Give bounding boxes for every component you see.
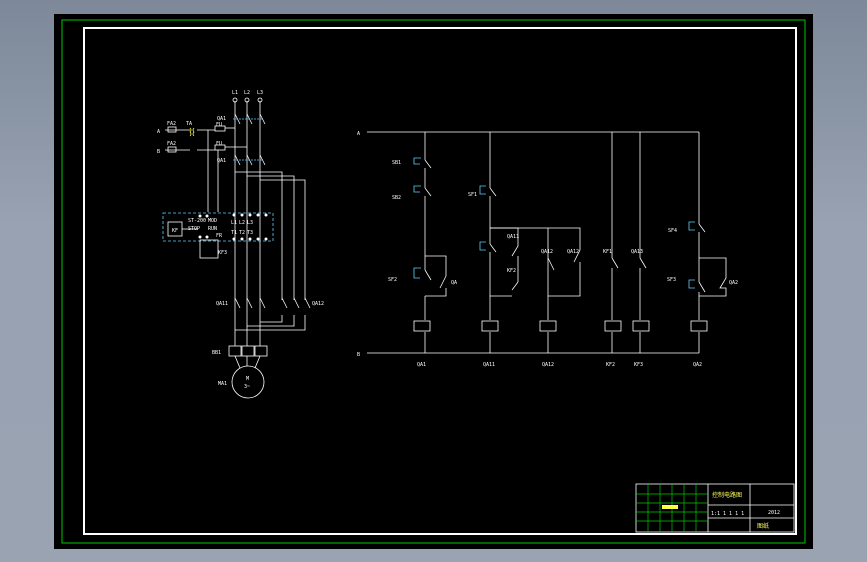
contact-kf2: KF2 [507,268,516,274]
coil-qa1: QA1 [417,362,426,368]
terminal-t1: T1 [231,230,237,236]
thermal-label: BB1 [212,350,221,356]
controller-label-model: ST-200 [188,218,206,224]
title-block-note: 图纸 [757,522,769,530]
contact-kf1: KF1 [603,249,612,255]
contactor-left-label: QA11 [216,301,228,307]
switch-sb1: SB1 [392,160,401,166]
terminal-l1: L1 [231,220,237,226]
rail-bottom-label: B [357,352,360,358]
controller-label-mod: MOD [208,218,217,224]
switch-sf4: SF4 [668,228,677,234]
controller-label-run: RUN [208,226,217,232]
motor-text-m: M [246,376,249,382]
fu-label-1: FU [216,122,222,128]
contact-qa12-a: QA12 [541,249,553,255]
terminal-l2: L2 [239,220,245,226]
terminal-t2: T2 [239,230,245,236]
controller-label-fr: FR [216,233,223,239]
coil-qa11: QA11 [483,362,495,368]
controller-label-stop: STOP [188,226,200,232]
switch-sf1: SF1 [468,192,477,198]
inner-frame [83,27,797,535]
fuse-label-2: FA2 [167,141,176,147]
contact-qa12-b: QA12 [567,249,579,255]
switch-sf3: SF3 [667,277,676,283]
relay-small-label: KF3 [218,250,227,256]
contact-qa11: QA11 [507,234,519,240]
contactor-right-label: QA12 [312,301,324,307]
terminal-l3: L3 [247,220,253,226]
breaker-second-label: QA1 [217,158,226,164]
terminal-t3: T3 [247,230,253,236]
fuse-label-1: FA2 [167,121,176,127]
contact-qa2: QA2 [729,280,738,286]
input-label-a: A [157,129,160,135]
contact-qa13: QA13 [631,249,643,255]
switch-sb2: SB2 [392,195,401,201]
contact-qa: QA [451,280,457,286]
phase-label-l1: L1 [232,90,238,96]
phase-label-l3: L3 [257,90,263,96]
drawing-sheet [54,14,813,549]
title-block-scale: 1:1 1 1 1 1 [711,511,744,517]
phase-label-l2: L2 [244,90,250,96]
coil-kf3: KF3 [634,362,643,368]
title-block-title: 控制电路图 [712,491,742,499]
switch-sf2: SF2 [388,277,397,283]
breaker-top-label: QA1 [217,116,226,122]
coil-qa12: QA12 [542,362,554,368]
title-block-drawing-no: 2012 [768,510,780,516]
coil-qa2: QA2 [693,362,702,368]
motor-text-phase: 3~ [244,384,250,390]
transformer-label: TA [186,121,192,127]
motor-label: MA1 [218,381,227,387]
coil-kf2: KF2 [606,362,615,368]
input-label-b: B [157,149,160,155]
fu-label-2: FU [216,141,222,147]
outer-frame [61,19,806,544]
rail-top-label: A [357,131,360,137]
relay-left-label: KF [172,228,178,234]
